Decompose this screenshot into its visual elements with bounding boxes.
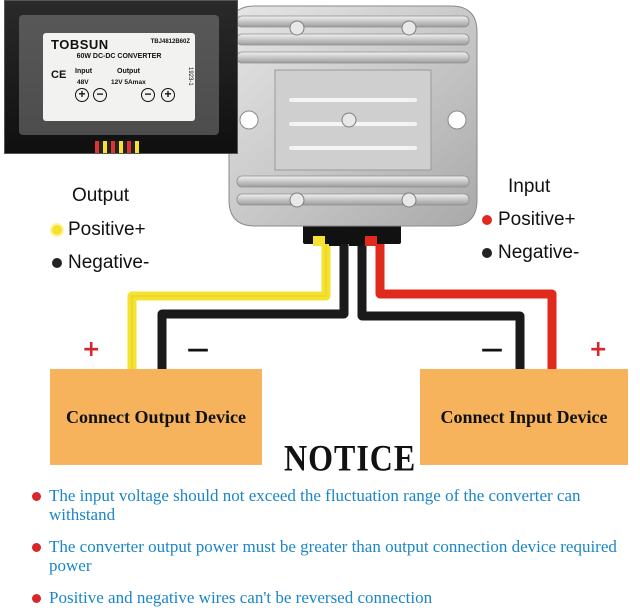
input-positive-item: Positive+ bbox=[482, 209, 576, 231]
notice-title: NOTICE bbox=[284, 437, 417, 479]
product-label: TOBSUN TBJ4812B60Z 60W DC-DC CONVERTER C… bbox=[43, 33, 195, 121]
model-number: TBJ4812B60Z bbox=[150, 39, 190, 45]
output-negative-label: Negative- bbox=[68, 252, 150, 273]
plus-circle-icon: + bbox=[75, 88, 89, 102]
bullet-dot-icon bbox=[32, 594, 41, 603]
input-positive-label: Positive+ bbox=[498, 209, 576, 230]
input-negative-item: Negative- bbox=[482, 242, 579, 264]
notice-item-text: The input voltage should not exceed the … bbox=[49, 486, 581, 524]
notice-item: The input voltage should not exceed the … bbox=[32, 486, 636, 524]
label-input-heading: Input bbox=[75, 68, 93, 75]
output-positive-item: Positive+ bbox=[52, 219, 146, 241]
label-output-heading: Output bbox=[117, 68, 140, 75]
yellow-dot-icon bbox=[52, 225, 62, 235]
label-inset-photo: TOBSUN TBJ4812B60Z 60W DC-DC CONVERTER C… bbox=[4, 0, 238, 154]
bullet-dot-icon bbox=[32, 492, 41, 501]
label-side-code: 1923-1 bbox=[187, 67, 193, 86]
plus-circle-icon: + bbox=[161, 88, 175, 102]
black-wire-input bbox=[357, 240, 525, 372]
output-positive-label: Positive+ bbox=[68, 219, 146, 240]
label-subtitle: 60W DC-DC CONVERTER bbox=[76, 53, 162, 60]
yellow-wire bbox=[127, 240, 331, 372]
black-dot-icon bbox=[482, 248, 492, 258]
notice-item-text: The converter output power must be great… bbox=[49, 537, 617, 575]
output-device-box: Connect Output Device bbox=[50, 369, 262, 465]
minus-circle-icon: − bbox=[141, 88, 155, 102]
notice-item: The converter output power must be great… bbox=[32, 537, 636, 575]
converter-module bbox=[228, 5, 478, 246]
black-dot-icon bbox=[52, 258, 62, 268]
output-device-label: Connect Output Device bbox=[66, 406, 246, 427]
input-plus-sign: + bbox=[589, 337, 608, 362]
input-device-box: Connect Input Device bbox=[420, 369, 628, 465]
input-device-label: Connect Input Device bbox=[440, 406, 608, 427]
bullet-dot-icon bbox=[32, 543, 41, 552]
red-wire bbox=[375, 240, 557, 372]
brand-name: TOBSUN bbox=[51, 37, 109, 52]
black-wire-output bbox=[157, 240, 349, 372]
notice-item: Positive and negative wires can't be rev… bbox=[32, 588, 636, 607]
notice-item-text: Positive and negative wires can't be rev… bbox=[49, 588, 433, 607]
output-title: Output bbox=[72, 185, 130, 206]
red-dot-icon bbox=[482, 215, 492, 225]
input-negative-label: Negative- bbox=[498, 242, 580, 263]
output-minus-sign: — bbox=[187, 337, 209, 362]
input-title: Input bbox=[508, 176, 551, 197]
label-output-rating: 12V 5Amax bbox=[111, 79, 146, 86]
output-negative-item: Negative- bbox=[52, 252, 149, 274]
minus-circle-icon: − bbox=[93, 88, 107, 102]
input-minus-sign: — bbox=[481, 337, 503, 362]
label-input-voltage: 48V bbox=[77, 79, 89, 86]
ce-mark: CE bbox=[51, 69, 67, 81]
output-plus-sign: + bbox=[82, 337, 101, 362]
